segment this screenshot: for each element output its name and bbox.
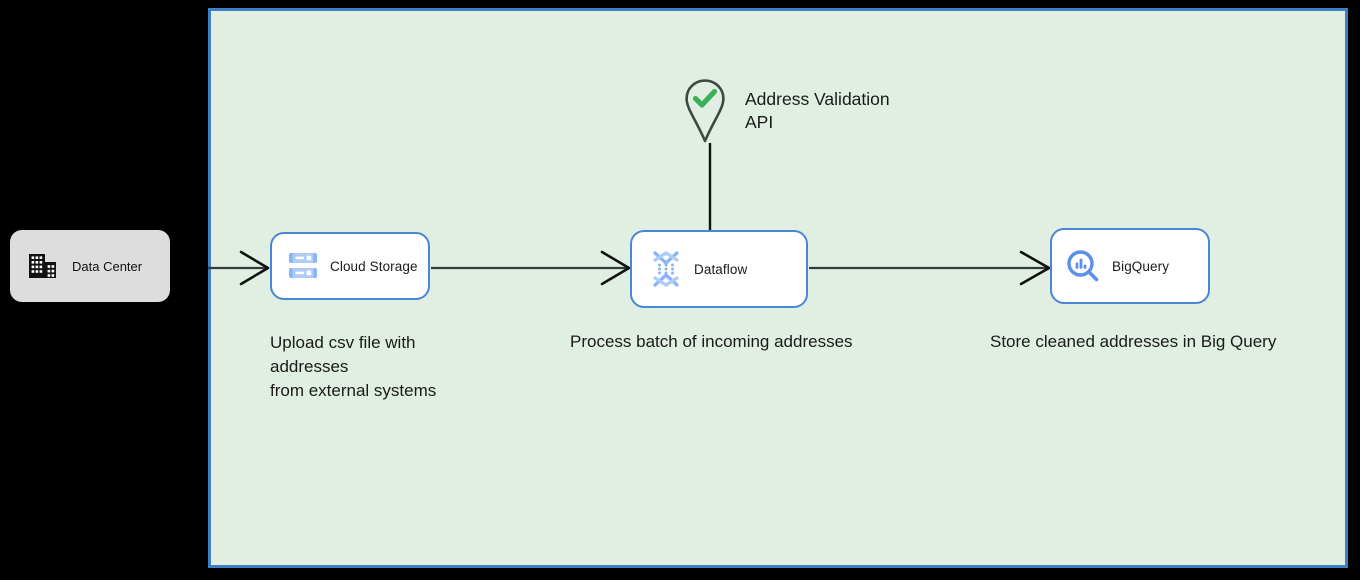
node-address-validation-api-label: Address Validation API: [745, 89, 890, 132]
node-dataflow[interactable]: Dataflow: [630, 230, 808, 308]
bigquery-icon: [1066, 249, 1100, 283]
node-data-center-label: Data Center: [72, 258, 143, 274]
node-bigquery[interactable]: BigQuery: [1050, 228, 1210, 304]
node-address-validation-api[interactable]: Address Validation API: [684, 76, 890, 144]
node-dataflow-label: Dataflow: [694, 261, 748, 277]
dataflow-icon: [650, 251, 682, 287]
caption-cloud-storage: Upload csv file with addresses from exte…: [270, 333, 437, 400]
map-pin-check-icon: [684, 78, 726, 144]
cloud-storage-icon: [288, 250, 318, 282]
node-cloud-storage-label: Cloud Storage: [330, 258, 418, 274]
caption-bigquery: Store cleaned addresses in Big Query: [990, 332, 1277, 351]
data-center-icon: [28, 252, 58, 280]
node-data-center[interactable]: Data Center: [10, 230, 170, 302]
caption-dataflow: Process batch of incoming addresses: [570, 332, 853, 351]
node-cloud-storage[interactable]: Cloud Storage: [270, 232, 430, 300]
node-bigquery-label: BigQuery: [1112, 258, 1170, 274]
